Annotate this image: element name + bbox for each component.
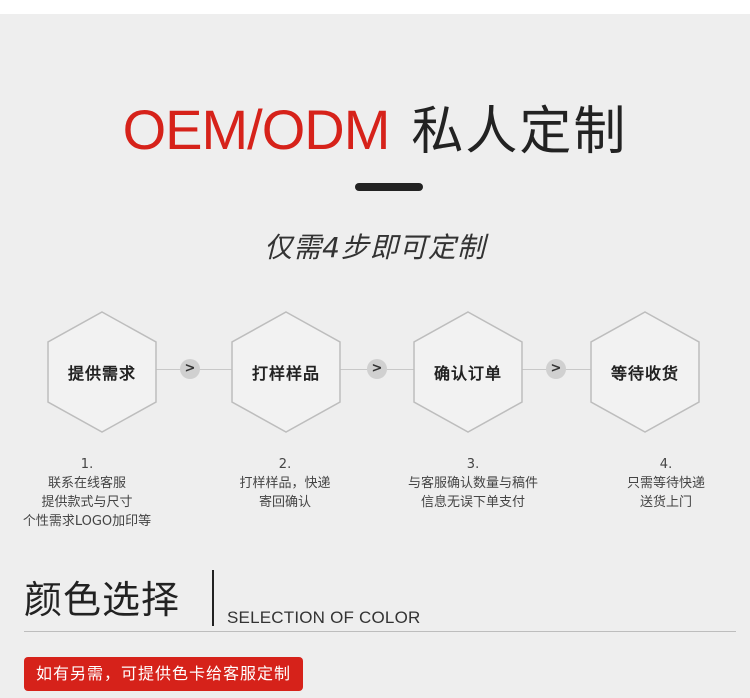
step-desc-line: 个性需求LOGO加印等: [22, 514, 152, 529]
step-number: 3.: [466, 457, 480, 472]
step-desc-line: 提供款式与尺寸: [41, 495, 133, 510]
step-desc-line: 信息无误下单支付: [420, 495, 525, 510]
process-steps: > > > 提供需求 打样样品 确认订单 等待收货: [0, 310, 750, 438]
step-desc-line: 与客服确认数量与稿件: [407, 476, 538, 491]
step-label: 打样样品: [251, 364, 320, 383]
chevron-right-icon: >: [546, 359, 566, 379]
step-number: 2.: [278, 457, 292, 472]
step-number: 4.: [659, 457, 673, 472]
step-label: 确认订单: [433, 364, 502, 383]
step-desc-line: 打样样品，快递: [239, 476, 331, 491]
step-desc-line: 送货上门: [639, 495, 692, 510]
color-card-notice: 如有另需，可提供色卡给客服定制: [24, 657, 304, 691]
title-divider: [212, 570, 214, 626]
chevron-right-icon: >: [180, 359, 200, 379]
step-desc-line: 寄回确认: [258, 495, 311, 510]
step-description: 1. 联系在线客服 提供款式与尺寸 个性需求LOGO加印等: [22, 455, 152, 531]
color-section-title: 颜色选择: [24, 578, 181, 622]
step-hexagon: 提供需求: [44, 310, 160, 434]
step-description: 3. 与客服确认数量与稿件 信息无误下单支付: [394, 455, 552, 512]
hexagon-icon: [231, 311, 341, 433]
title-chinese: 私人定制: [411, 102, 628, 162]
color-section-subtitle: SELECTION OF COLOR: [227, 608, 421, 627]
page-title: OEM/ODM 私人定制: [0, 94, 750, 180]
step-hexagon: 等待收货: [587, 310, 703, 434]
section-rule: [24, 631, 736, 632]
step-label: 提供需求: [67, 364, 136, 383]
chevron-right-icon: >: [367, 359, 387, 379]
hexagon-icon: [47, 311, 157, 433]
hexagon-icon: [413, 311, 523, 433]
step-hexagon: 打样样品: [228, 310, 344, 434]
title-underline: [355, 183, 423, 191]
step-number: 1.: [80, 457, 94, 472]
step-description: 2. 打样样品，快递 寄回确认: [220, 455, 350, 512]
hexagon-icon: [590, 311, 700, 433]
title-english: OEM/ODM: [122, 98, 391, 161]
step-desc-line: 只需等待快递: [626, 476, 705, 491]
page-subtitle: 仅需4步即可定制: [264, 231, 486, 264]
step-hexagon: 确认订单: [410, 310, 526, 434]
step-label: 等待收货: [610, 364, 679, 383]
step-desc-line: 联系在线客服: [47, 476, 126, 491]
step-description: 4. 只需等待快递 送货上门: [606, 455, 726, 512]
